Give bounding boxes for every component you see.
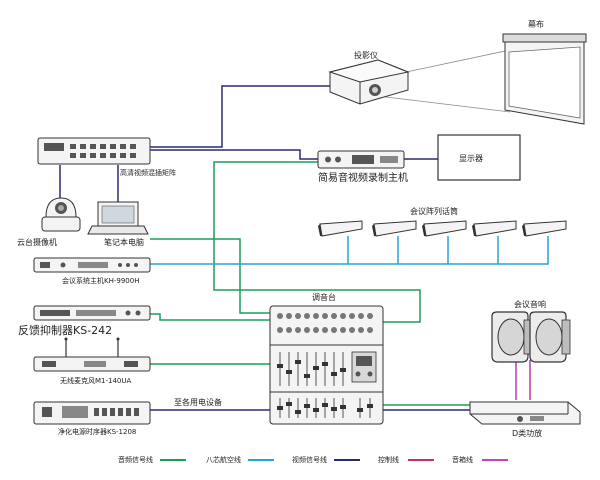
audio-lines [150,161,470,406]
recorder-label: 简易音视频录制主机 [318,171,408,184]
projection-screen [502,33,587,125]
array-mic-4 [472,220,517,237]
wireless-mic-label: 无线麦克风M1-140UA [60,376,132,385]
array-mics [318,220,567,237]
laptop-label: 笔记本电脑 [104,237,144,247]
legend-speaker-label: 音箱线 [452,455,473,464]
ptz-camera [41,197,81,232]
legend-item-speaker: 音箱线 [452,455,508,464]
conference-speakers [491,311,571,363]
display-monitor [437,134,521,181]
array-mic-5 [522,220,567,237]
legend-item-aviation: 八芯航空线 [206,455,274,464]
array-mic-1 [318,220,363,237]
legend: 音频信号线 八芯航空线 视频信号线 控制线 音箱线 [118,455,508,464]
laptop [87,201,149,235]
legend-aviation-label: 八芯航空线 [206,455,241,464]
camera-label: 云台摄像机 [17,237,57,247]
legend-control-label: 控制线 [378,455,399,464]
projector [328,59,410,105]
mixer-label: 调音台 [312,292,336,302]
legend-item-control: 控制线 [378,455,434,464]
matrix-label: 高清视频混插矩阵 [120,168,176,177]
speaker-lines [515,360,531,400]
legend-audio-label: 音频信号线 [118,455,153,464]
array-mics-label: 会议阵列话筒 [410,206,458,216]
display-label: 显示器 [459,154,483,163]
legend-item-video: 视频信号线 [292,455,360,464]
av-recorder [317,150,405,169]
legend-video-label: 视频信号线 [292,455,327,464]
power-note: 至各用电设备 [174,397,222,407]
wireless-mic-receiver [33,337,151,372]
speakers-label: 会议音响 [514,299,546,309]
projector-label: 投影仪 [354,50,378,60]
feedback-suppressor [33,305,151,321]
conference-host-label: 会议系统主机KH-9900H [62,276,139,285]
screen-label: 幕布 [528,19,544,29]
speaker-left [491,311,533,363]
legend-item-audio: 音频信号线 [118,455,186,464]
amplifier-label: D类功放 [512,428,542,438]
speaker-right [529,311,571,363]
class-d-amplifier [469,401,581,425]
array-mic-2 [372,220,417,237]
hdmi-matrix [37,137,151,165]
conference-host [33,257,151,273]
power-sequencer [33,401,151,425]
mixer [269,305,384,425]
feedback-suppressor-label: 反馈抑制器KS-242 [18,323,112,337]
aviation-lines [150,236,549,265]
array-mic-3 [422,220,467,237]
power-sequencer-label: 净化电源时序器KS-1208 [58,427,136,436]
